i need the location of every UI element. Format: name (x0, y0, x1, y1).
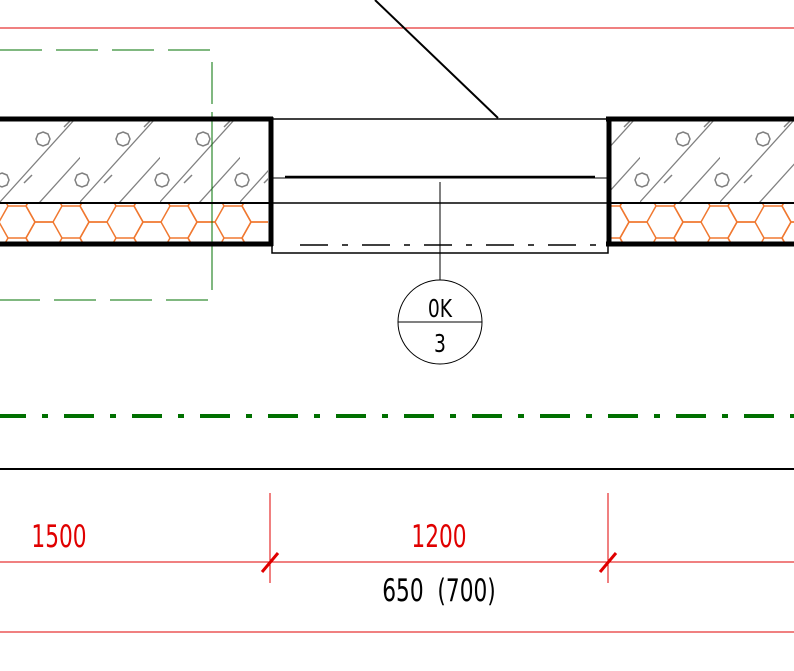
tag-top-text: 0K (428, 294, 453, 323)
dimension-opening-text: 1200 (411, 519, 466, 555)
opening-tag: 0K 3 (397, 182, 483, 365)
dimension-left-text: 1500 (31, 519, 86, 555)
dimension-tick (260, 552, 280, 573)
opening-note-text: 650 (700) (382, 573, 496, 609)
leader-line (374, 0, 499, 119)
hidden-outline (0, 49, 213, 301)
wall-right (606, 116, 794, 247)
wall-left (0, 112, 274, 248)
dimension-tick (598, 552, 618, 573)
dimension-chain: 1500 1200 650 (700) (0, 493, 794, 609)
tag-bottom-text: 3 (434, 329, 446, 358)
